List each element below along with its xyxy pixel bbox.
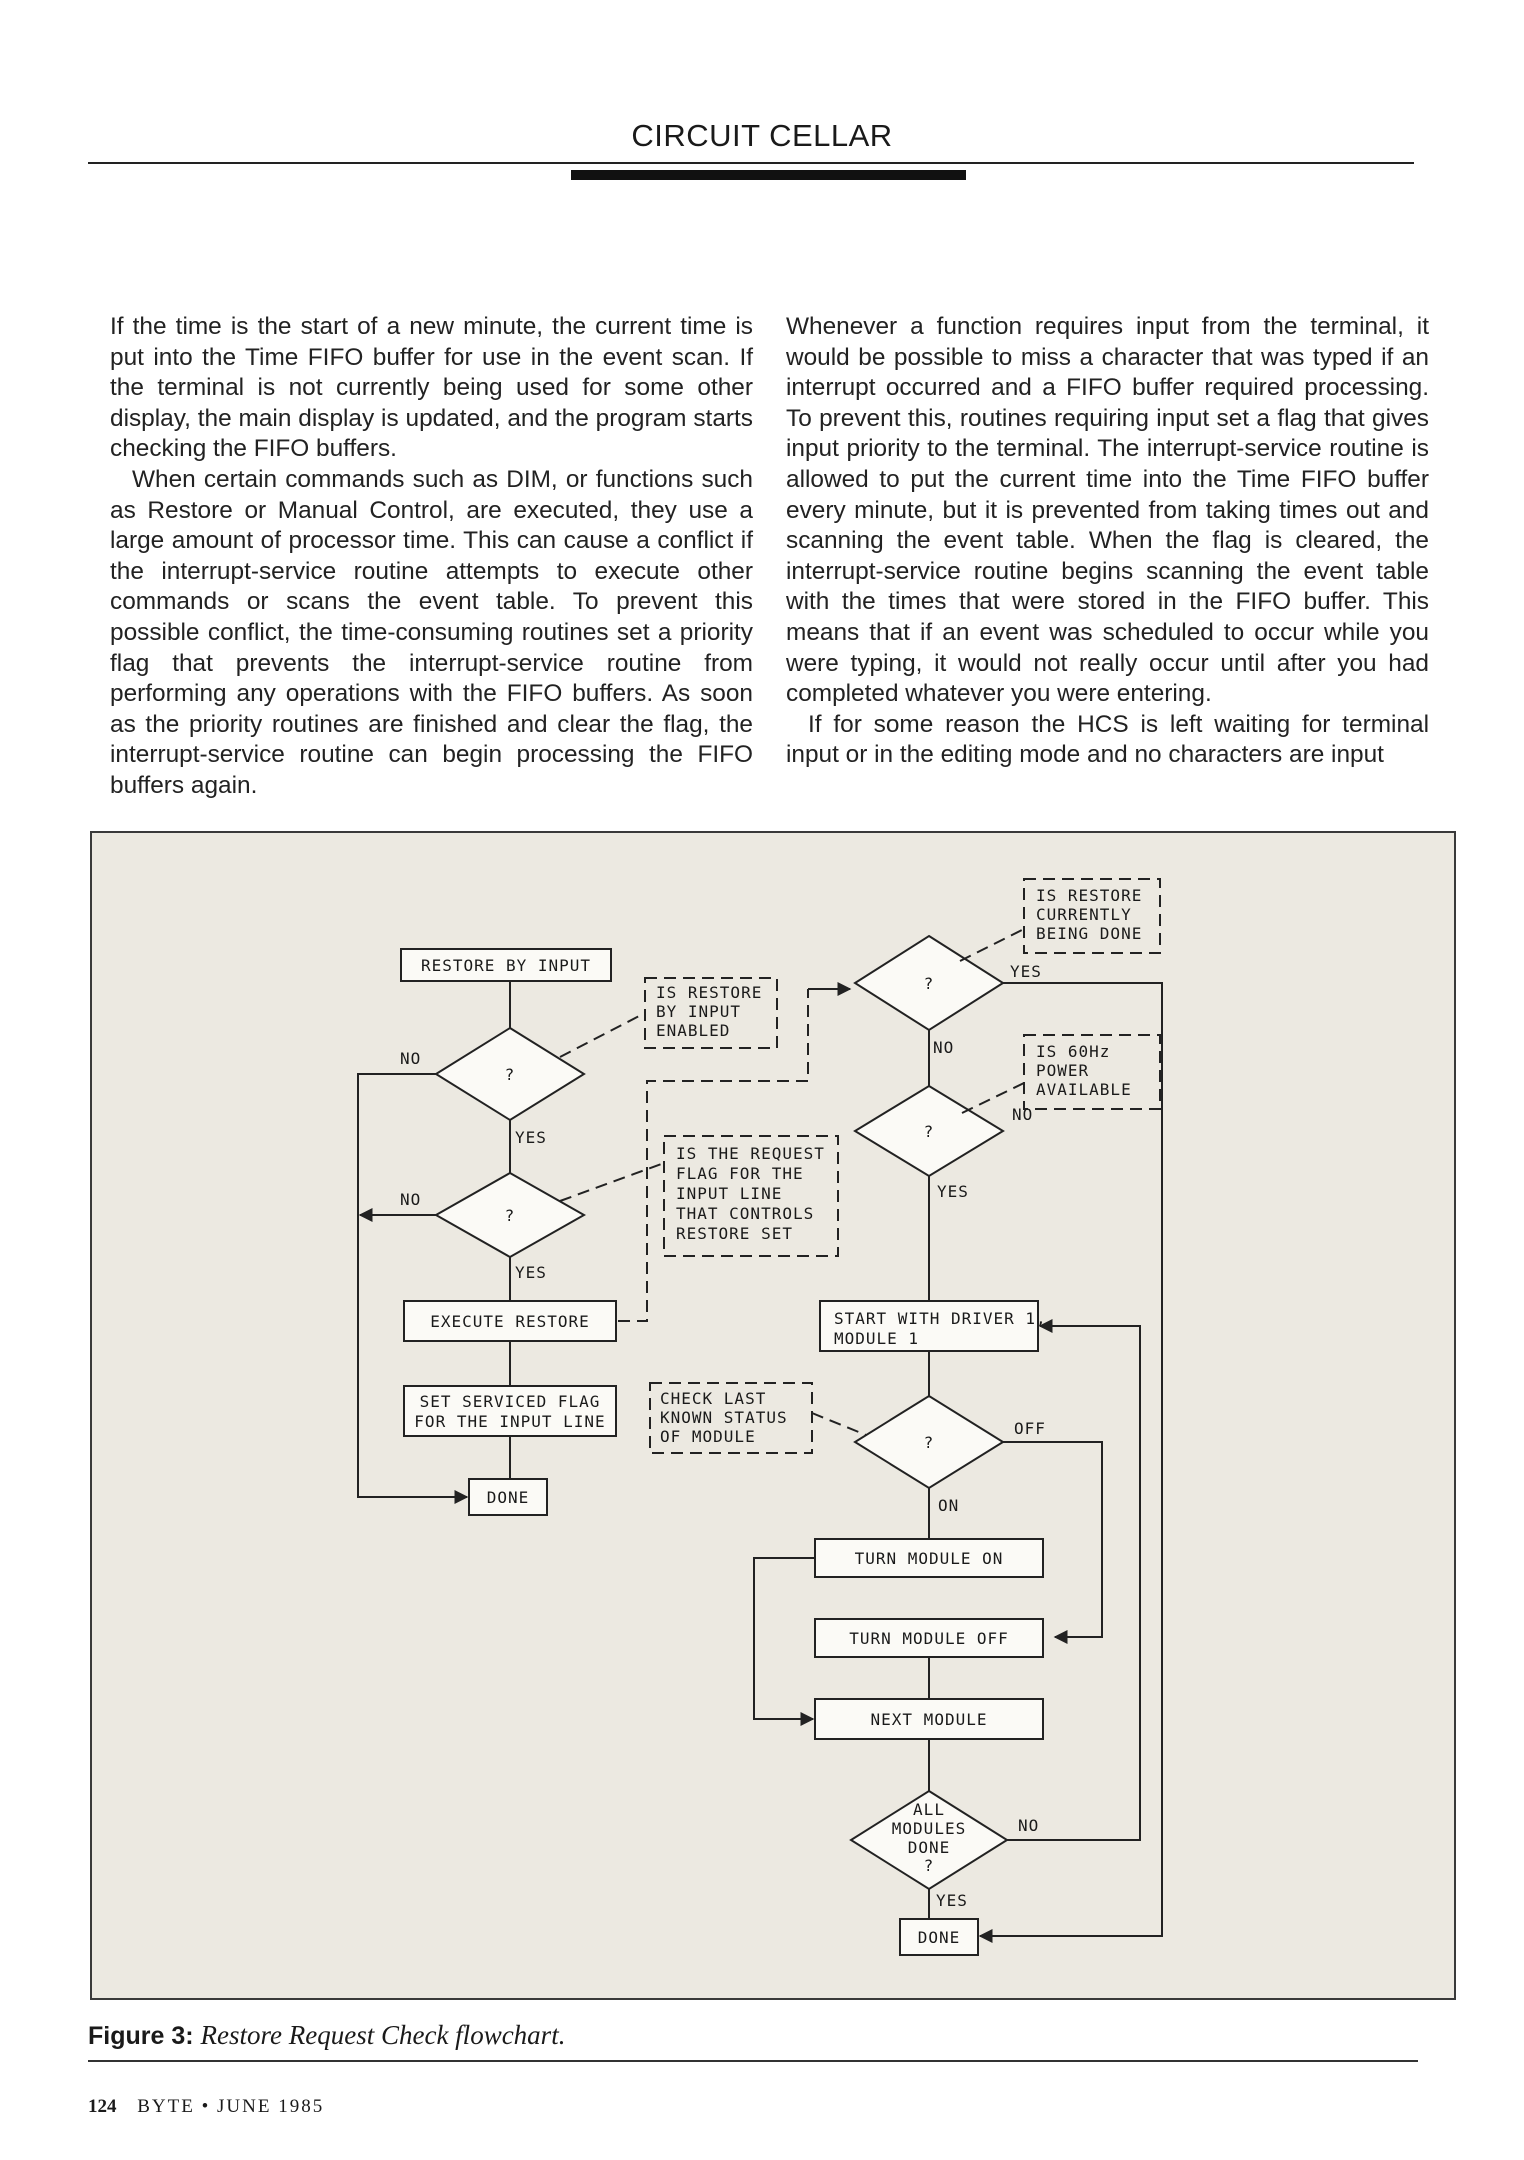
note-request-flag-4: THAT CONTROLS [676, 1204, 814, 1223]
yes-label: YES [1010, 962, 1042, 981]
footer-text: BYTE • JUNE 1985 [137, 2096, 325, 2117]
no-label: NO [933, 1038, 954, 1057]
question-mark: ? [924, 1856, 935, 1875]
all-modules-label-3: DONE [908, 1838, 951, 1857]
done-box-left [468, 1478, 548, 1516]
set-serviced-label-1: SET SERVICED FLAG [420, 1392, 601, 1411]
done-box-right [899, 1918, 979, 1956]
flowchart-svg: RESTORE BY INPUT ? NO YES ? NO YES EXECU… [357, 878, 1163, 1956]
note-60hz-3: AVAILABLE [1036, 1080, 1132, 1099]
note-restore-current-3: BEING DONE [1036, 924, 1142, 943]
note-restore-enabled-3: ENABLED [656, 1021, 730, 1040]
loop-back-line [1007, 1319, 1141, 1841]
note-request-flag-2: FLAG FOR THE [676, 1164, 804, 1183]
note-box [1023, 1034, 1161, 1110]
header-bar [571, 170, 966, 180]
paragraph: Whenever a function requires input from … [786, 313, 1429, 708]
note-restore-enabled-1: IS RESTORE [656, 983, 762, 1002]
restore-by-input-label: RESTORE BY INPUT [421, 956, 591, 975]
note-box [649, 1382, 813, 1454]
paragraph: If the time is the start of a new minute… [110, 313, 753, 463]
note-restore-current-2: CURRENTLY [1036, 905, 1132, 924]
note-leader [559, 1012, 646, 1058]
no-label: NO [1018, 1816, 1039, 1835]
note-restore-enabled-2: BY INPUT [656, 1002, 741, 1021]
turn-on-label: TURN MODULE ON [855, 1549, 1004, 1568]
start-driver-box [819, 1300, 1039, 1352]
note-leader [811, 1412, 867, 1436]
note-box [1023, 878, 1161, 954]
figure-caption: Figure 3: Restore Request Check flowchar… [88, 2020, 565, 2051]
note-request-flag-3: INPUT LINE [676, 1184, 782, 1203]
next-module-label: NEXT MODULE [871, 1710, 988, 1729]
all-modules-label-1: ALL [913, 1800, 945, 1819]
question-mark: ? [505, 1206, 516, 1225]
yes-to-done-line [978, 982, 1163, 1943]
execute-restore-label: EXECUTE RESTORE [430, 1312, 590, 1331]
note-restore-current-1: IS RESTORE [1036, 886, 1142, 905]
yes-label: YES [937, 1182, 969, 1201]
off-branch-line [1003, 1441, 1103, 1644]
no-label: NO [400, 1049, 421, 1068]
note-leader [559, 1162, 665, 1202]
execute-restore-box [403, 1300, 617, 1342]
paragraph: When certain commands such as DIM, or fu… [110, 465, 753, 799]
next-module-box [814, 1698, 1044, 1740]
no-branch-line [357, 1073, 436, 1216]
question-mark: ? [505, 1065, 516, 1084]
section-header: CIRCUIT CELLAR [631, 118, 893, 153]
restore-link-dashed [618, 989, 809, 1322]
page-number: 124 [88, 2096, 117, 2117]
question-mark: ? [924, 1122, 935, 1141]
set-serviced-label-2: FOR THE INPUT LINE [414, 1412, 605, 1431]
note-leader [961, 1082, 1025, 1114]
header-rule [88, 162, 1414, 164]
caption-label: Figure 3: [88, 2022, 194, 2050]
all-modules-label-2: MODULES [892, 1819, 966, 1838]
caption-rule [88, 2060, 1418, 2062]
yes-label: YES [936, 1891, 968, 1910]
turn-off-label: TURN MODULE OFF [849, 1629, 1009, 1648]
note-leader [959, 928, 1025, 962]
note-check-status-3: OF MODULE [660, 1427, 756, 1446]
note-request-flag-1: IS THE REQUEST [676, 1144, 825, 1163]
note-check-status-2: KNOWN STATUS [660, 1408, 788, 1427]
start-driver-label-1: START WITH DRIVER 1, [834, 1309, 1047, 1328]
turn-on-box [814, 1538, 1044, 1578]
on-label: ON [938, 1496, 959, 1515]
note-60hz-2: POWER [1036, 1061, 1089, 1080]
yes-label: YES [515, 1263, 547, 1282]
note-request-flag-5: RESTORE SET [676, 1224, 793, 1243]
article-right-column: Whenever a function requires input from … [786, 312, 1429, 771]
caption-text: Restore Request Check flowchart. [200, 2020, 566, 2050]
paragraph: If for some reason the HCS is left waiti… [786, 710, 1429, 769]
article-left-column: If the time is the start of a new minute… [110, 312, 753, 802]
turn-on-bypass-line [753, 1557, 815, 1726]
note-box [663, 1135, 839, 1257]
done-label: DONE [918, 1928, 961, 1947]
question-mark: ? [924, 974, 935, 993]
question-mark: ? [924, 1433, 935, 1452]
note-60hz-1: IS 60Hz [1036, 1042, 1110, 1061]
yes-label: YES [515, 1128, 547, 1147]
no-label: NO [400, 1190, 421, 1209]
no-to-done-line [357, 1215, 469, 1504]
flowchart-figure: RESTORE BY INPUT ? NO YES ? NO YES EXECU… [90, 831, 1456, 2000]
page-footer: 124 BYTE • JUNE 1985 [88, 2096, 324, 2118]
start-driver-label-2: MODULE 1 [834, 1329, 919, 1348]
note-check-status-1: CHECK LAST [660, 1389, 766, 1408]
done-label: DONE [487, 1488, 530, 1507]
no-label: NO [1012, 1105, 1033, 1124]
restore-by-input-box [400, 948, 612, 982]
off-label: OFF [1014, 1419, 1046, 1438]
